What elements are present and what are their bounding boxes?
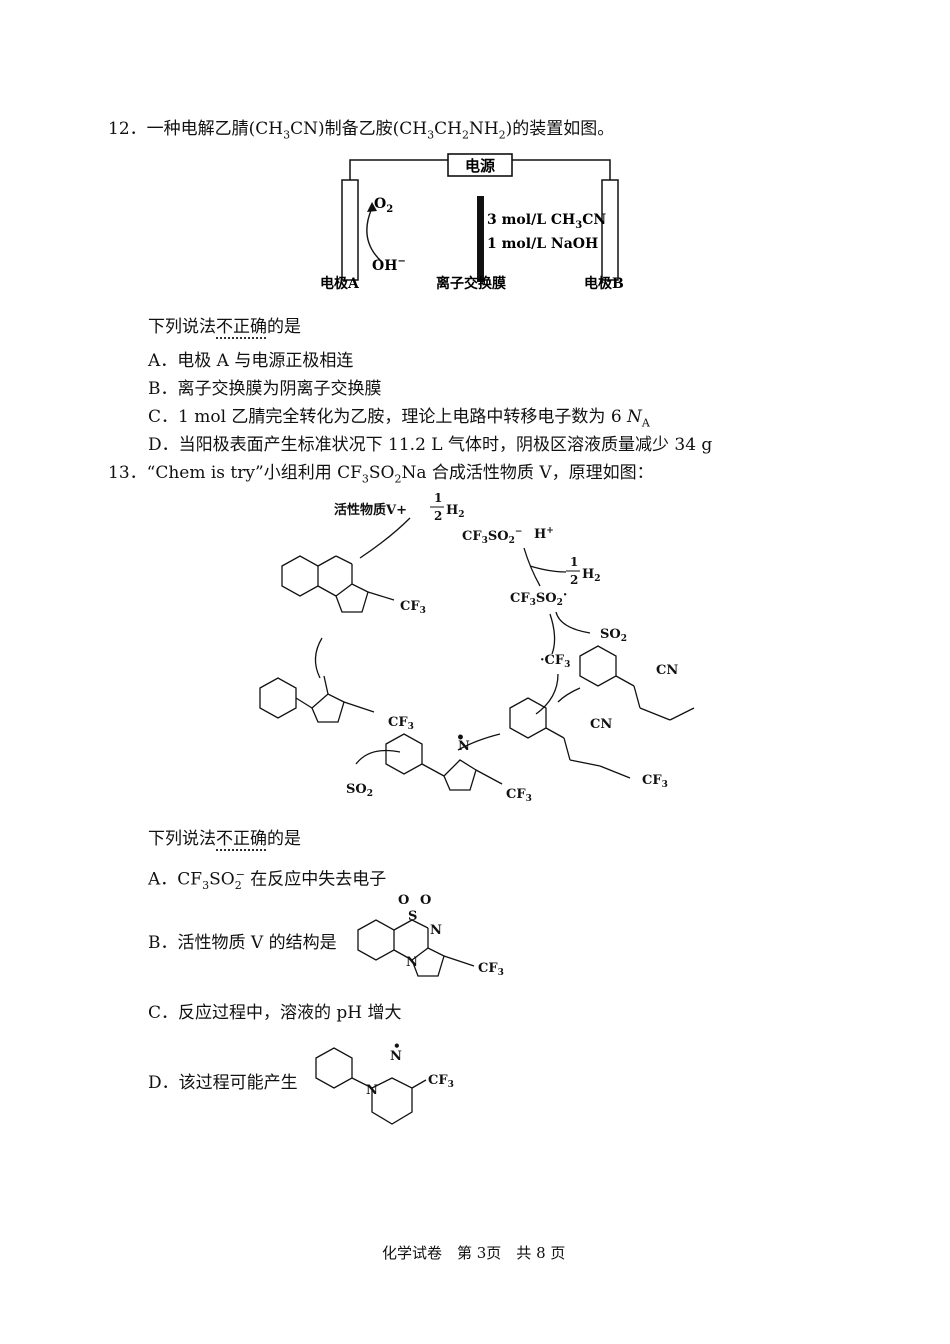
q13-option-d: D．该过程可能产生 <box>148 1073 298 1093</box>
electrode-b <box>601 179 619 281</box>
q13-option-a: A．CF3SO2− 在反应中失去电子 <box>148 868 387 893</box>
svg-text:离子交换膜: 离子交换膜 <box>436 275 506 292</box>
svg-text:•: • <box>456 730 465 746</box>
svg-text:CF3SO2−: CF3SO2− <box>462 527 522 546</box>
svg-text:电极A: 电极A <box>320 275 360 292</box>
svg-text:1 mol/L NaOH: 1 mol/L NaOH <box>487 236 598 252</box>
svg-text:CF3: CF3 <box>642 773 668 790</box>
q12-prompt: 下列说法不正确的是 <box>148 317 301 337</box>
svg-text:O2: O2 <box>374 196 393 215</box>
svg-text:2: 2 <box>570 573 578 587</box>
emphasis-text: 不正确 <box>216 829 267 849</box>
svg-text:O: O <box>398 893 409 908</box>
svg-text:CF3: CF3 <box>506 787 532 804</box>
svg-text:CF3: CF3 <box>400 599 426 616</box>
svg-text:3 mol/L CH3CN: 3 mol/L CH3CN <box>487 212 606 231</box>
emphasis-text: 不正确 <box>216 317 267 337</box>
structure-d-image: N N • CF3 <box>315 1039 454 1125</box>
svg-text:S: S <box>408 909 417 924</box>
electrolysis-diagram: 电源 O2 OH− 3 mol/L CH3CN 1 mol/L NaOH 电极A… <box>320 153 624 292</box>
svg-text:•: • <box>393 1039 401 1053</box>
svg-text:1: 1 <box>434 491 442 505</box>
page-footer: 化学试卷 第 3页 共 8 页 <box>382 1244 566 1262</box>
svg-text:·CF3: ·CF3 <box>540 653 570 670</box>
svg-text:N: N <box>406 955 418 970</box>
svg-text:H+: H+ <box>534 526 554 542</box>
svg-text:H2: H2 <box>446 503 465 520</box>
reaction-scheme: 活性物质V+ 1 2 H2 CF3SO2− H+ 1 2 H2 CF3SO2· … <box>259 491 695 804</box>
svg-text:N: N <box>366 1083 378 1098</box>
svg-text:N: N <box>390 1049 402 1064</box>
svg-text:CF3: CF3 <box>428 1073 454 1090</box>
q13-stem: 13．“Chem is try”小组利用 CF3SO2Na 合成活性物质 V，原… <box>108 463 654 486</box>
svg-text:O: O <box>420 893 431 908</box>
q13-prompt: 下列说法不正确的是 <box>148 829 301 849</box>
power-box <box>447 153 513 177</box>
svg-text:活性物质V+: 活性物质V+ <box>334 502 407 518</box>
svg-text:CN: CN <box>656 663 678 678</box>
q12-option-a: A．电极 A 与电源正极相连 <box>148 351 354 371</box>
q12-option-c: C．1 mol 乙腈完全转化为乙胺，理论上电路中转移电子数为 6 NA <box>148 407 650 430</box>
svg-text:电极B: 电极B <box>584 275 624 292</box>
svg-text:1: 1 <box>570 555 578 569</box>
svg-text:2: 2 <box>434 509 442 523</box>
structure-v-image: S O O N N CF3 <box>357 893 504 978</box>
q12-option-b: B．离子交换膜为阴离子交换膜 <box>148 379 382 399</box>
svg-text:CF3: CF3 <box>388 715 414 732</box>
electrode-a <box>341 179 359 281</box>
svg-text:OH−: OH− <box>372 256 406 274</box>
ion-exchange-membrane <box>477 196 484 282</box>
svg-text:N: N <box>430 923 442 938</box>
q13-option-b: B．活性物质 V 的结构是 <box>148 933 337 953</box>
svg-text:H2: H2 <box>582 567 601 584</box>
svg-text:CF3SO2·: CF3SO2· <box>510 588 567 608</box>
svg-text:SO2: SO2 <box>346 782 373 799</box>
q12-option-d: D．当阳极表面产生标准状况下 11.2 L 气体时，阴极区溶液质量减少 34 g <box>148 435 713 455</box>
svg-text:SO2: SO2 <box>600 627 627 644</box>
svg-text:CF3: CF3 <box>478 961 504 978</box>
q12-stem: 12．一种电解乙腈(CH3CN)制备乙胺(CH3CH2NH2)的装置如图。 <box>108 119 615 142</box>
svg-text:CN: CN <box>590 717 612 732</box>
q13-option-c: C．反应过程中，溶液的 pH 增大 <box>148 1003 402 1023</box>
power-label: 电源 <box>465 157 495 175</box>
